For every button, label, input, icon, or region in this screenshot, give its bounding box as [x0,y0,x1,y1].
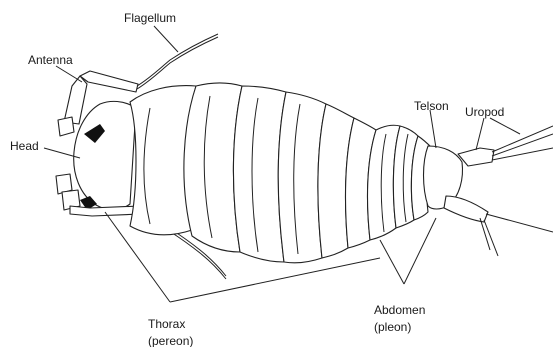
head [56,101,136,210]
label-thorax-sub: (pereon) [148,334,193,347]
label-abdomen-sub: (pleon) [374,320,411,334]
label-antenna: Antenna [28,53,73,67]
abdomen [368,125,432,240]
uropods [444,126,553,256]
label-abdomen: Abdomen [374,303,425,317]
label-head: Head [10,139,39,153]
label-uropod: Uropod [465,105,504,119]
label-thorax: Thorax [148,317,185,331]
thorax [130,83,376,263]
label-telson: Telson [414,99,449,113]
label-flagellum: Flagellum [124,11,176,25]
